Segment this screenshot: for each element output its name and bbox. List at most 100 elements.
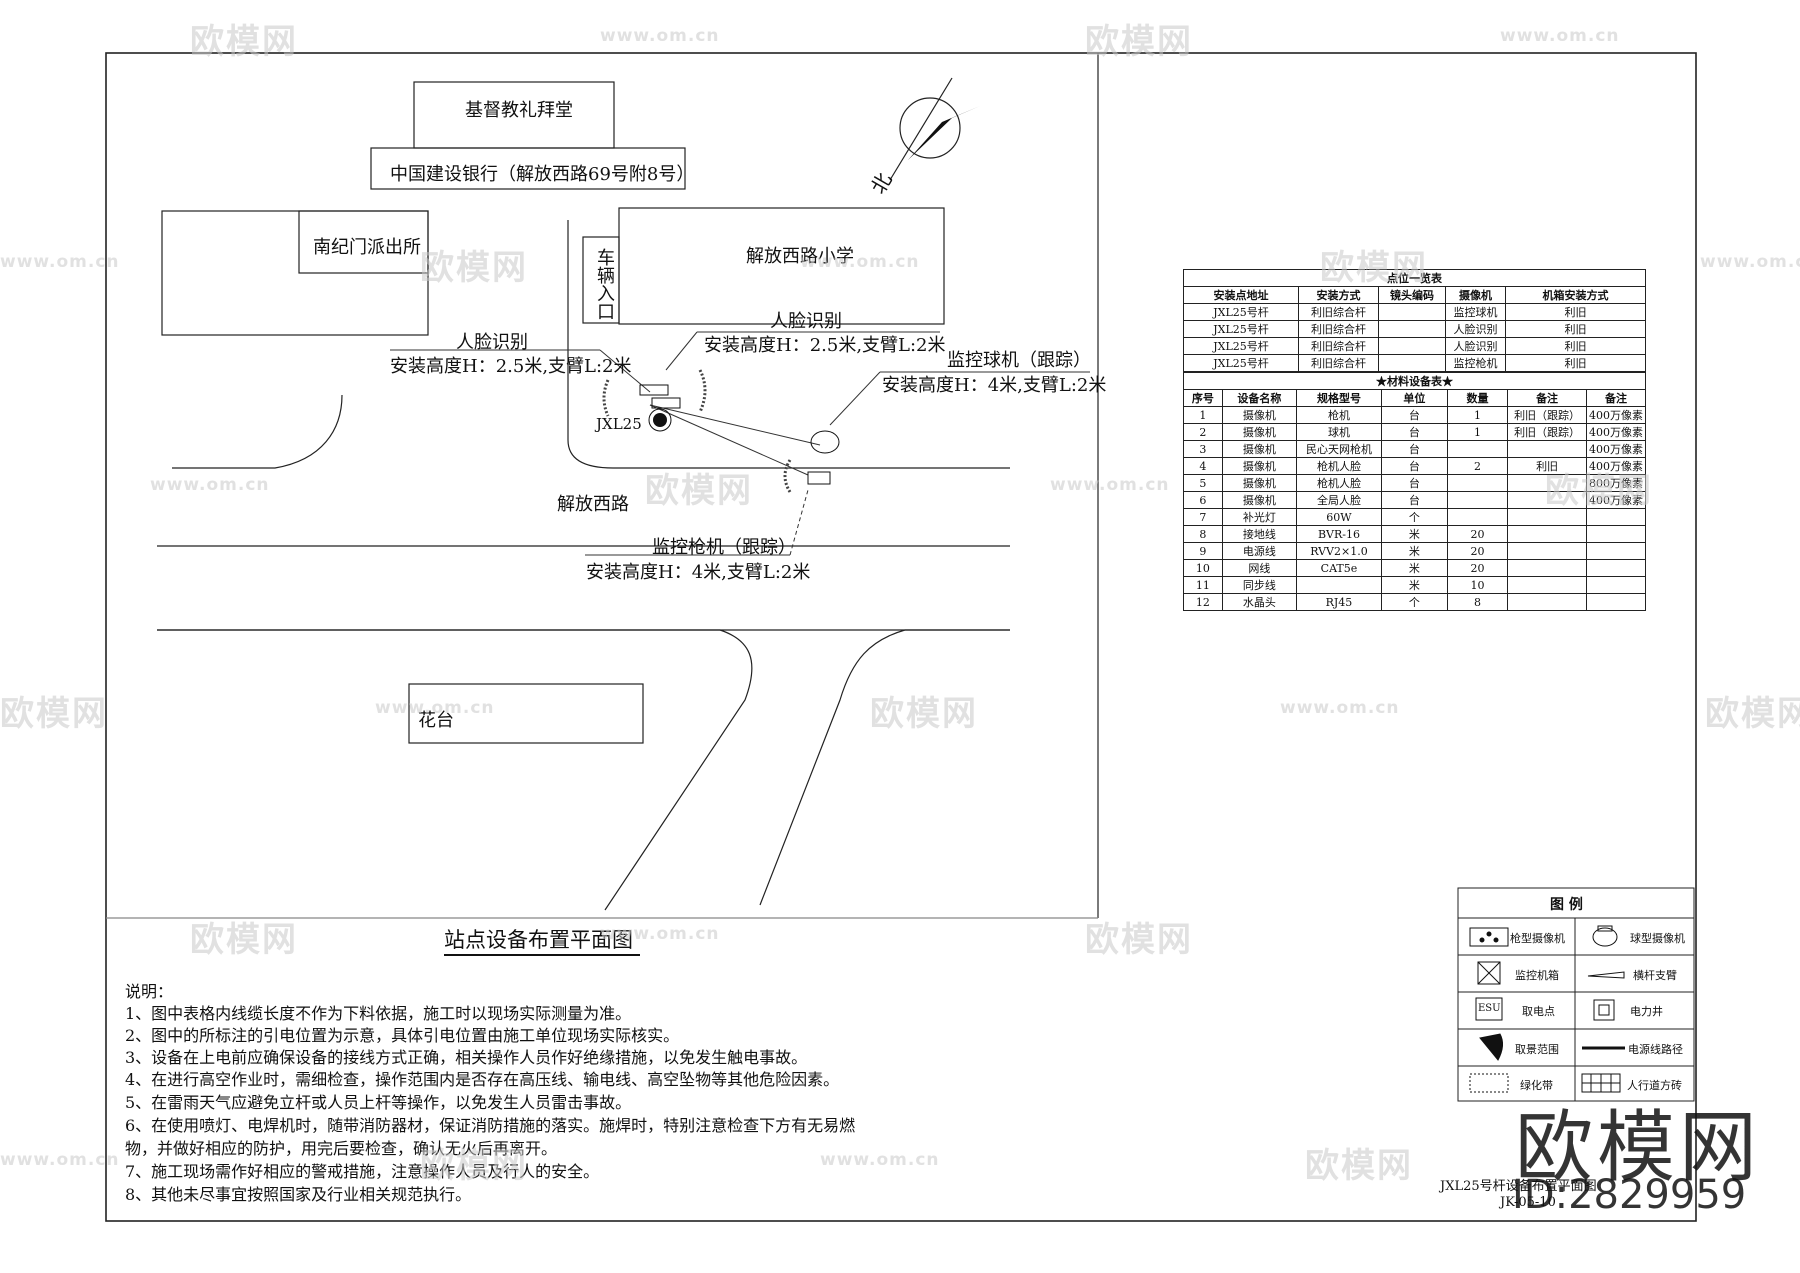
green-belt-icon [1469, 1073, 1509, 1093]
watermark-brand-large: 欧模网 [1515, 1103, 1762, 1193]
table-cell: 利旧综合杆 [1298, 337, 1379, 355]
legend-label: 人行道方砖 [1627, 1079, 1682, 1092]
face-right-spec: 安装高度H：2.5米,支臂L:2米 [704, 335, 946, 356]
table-cell: 补光灯 [1221, 508, 1298, 526]
table-cell: 1 [1183, 406, 1223, 424]
table-cell: 台 [1380, 491, 1448, 509]
table-cell: 1 [1446, 406, 1509, 424]
legend-label: 横杆支臂 [1633, 969, 1677, 982]
material-table-title: ★材料设备表★ [1183, 372, 1646, 390]
table-cell [1507, 525, 1587, 543]
table-cell: 球机 [1296, 423, 1382, 441]
table-row: JXL25号杆利旧综合杆人脸识别利旧 [1183, 337, 1646, 355]
table-cell: 枪机人脸 [1296, 474, 1382, 492]
flower-bed-label: 花台 [418, 710, 454, 731]
plan-title: 站点设备布置平面图 [444, 928, 633, 952]
table-cell: 利旧 [1505, 354, 1646, 372]
table-cell: 水晶头 [1221, 593, 1298, 611]
legend-label: ESU [1478, 1003, 1501, 1014]
table-cell: 4 [1183, 457, 1223, 475]
table-cell: 个 [1380, 508, 1448, 526]
table-cell [1446, 508, 1509, 526]
table-cell [1446, 440, 1509, 458]
drawing-name: JXL25号杆设备布置平面图 [1440, 1179, 1597, 1194]
table-cell: 1 [1446, 423, 1509, 441]
table-cell: 20 [1446, 542, 1509, 560]
table-cell: 5 [1183, 474, 1223, 492]
table-cell: 2 [1446, 457, 1509, 475]
material-table-header: 序号 设备名称 规格型号 单位 数量 备注 备注 [1183, 389, 1646, 407]
legend-label: 监控机箱 [1515, 969, 1559, 982]
table-cell [1507, 593, 1587, 611]
police-label: 南纪门派出所 [313, 237, 421, 258]
table-cell: 监控球机 [1445, 303, 1506, 321]
table-cell: 摄像机 [1221, 474, 1298, 492]
table-cell: JXL25号杆 [1183, 303, 1299, 321]
table-cell: 电源线 [1221, 542, 1298, 560]
road-left-edge [172, 394, 343, 469]
table-cell: 民心天网枪机 [1296, 440, 1382, 458]
school-label: 解放西路小学 [746, 246, 854, 267]
table-cell [1378, 303, 1446, 321]
table-cell: 台 [1380, 406, 1448, 424]
table-cell [1507, 542, 1587, 560]
table-cell [1507, 559, 1587, 577]
table-row: JXL25号杆利旧综合杆监控球机利旧 [1183, 303, 1646, 321]
table-cell [1378, 354, 1446, 372]
power-tap-icon [1475, 997, 1503, 1021]
legend-frame [1457, 887, 1695, 1102]
table-cell: 800万像素 [1586, 474, 1646, 492]
table-cell [1507, 474, 1587, 492]
table-cell [1446, 474, 1509, 492]
table-cell: 12 [1183, 593, 1223, 611]
table-cell: 60W [1296, 508, 1382, 526]
watermark-id: ID:2829959 [1512, 1172, 1747, 1218]
table-cell: 8 [1446, 593, 1509, 611]
view-range-icon [1479, 1033, 1504, 1061]
legend-label: 电源线路径 [1628, 1043, 1683, 1056]
legend-title: 图 例 [1550, 897, 1583, 913]
police-inner-box [298, 210, 429, 274]
compass-circle [899, 97, 961, 159]
table-cell: 台 [1380, 474, 1448, 492]
note-line: 2、图中的所标注的引电位置为示意，具体引电位置由施工单位现场实际核实。 [125, 1026, 680, 1045]
table-cell: 利旧 [1505, 337, 1646, 355]
dome-camera-icon [1592, 925, 1618, 947]
table-cell: CAT5e [1296, 559, 1382, 577]
bank-label: 中国建设银行（解放西路69号附8号） [390, 164, 695, 185]
table-cell [1586, 542, 1646, 560]
table-cell: 400万像素 [1586, 406, 1646, 424]
table-cell: 监控枪机 [1445, 354, 1506, 372]
sheet-border [105, 52, 1697, 1222]
table-cell: 利旧综合杆 [1298, 320, 1379, 338]
notes-heading: 说明： [125, 982, 174, 1001]
table-cell: 同步线 [1221, 576, 1298, 594]
bank-box [370, 147, 686, 190]
power-well-icon [1593, 999, 1615, 1021]
flower-bed-box [408, 683, 644, 744]
dome-title: 监控球机（跟踪） [947, 350, 1091, 371]
legend-label: 球型摄像机 [1630, 932, 1685, 945]
bullet-camera-icon [1469, 927, 1509, 947]
face-left-spec: 安装高度H：2.5米,支臂L:2米 [390, 356, 632, 377]
table-cell: 摄像机 [1221, 491, 1298, 509]
note-line: 7、施工现场需作好相应的警戒措施，注意操作人员及行人的安全。 [125, 1162, 600, 1181]
table-cell [1378, 320, 1446, 338]
table-cell: 利旧（跟踪） [1507, 406, 1587, 424]
table-cell: 网线 [1221, 559, 1298, 577]
table-cell [1378, 337, 1446, 355]
table-cell: 8 [1183, 525, 1223, 543]
sidewalk-brick-icon [1581, 1073, 1621, 1093]
table-cell: 7 [1183, 508, 1223, 526]
table-cell: 台 [1380, 423, 1448, 441]
